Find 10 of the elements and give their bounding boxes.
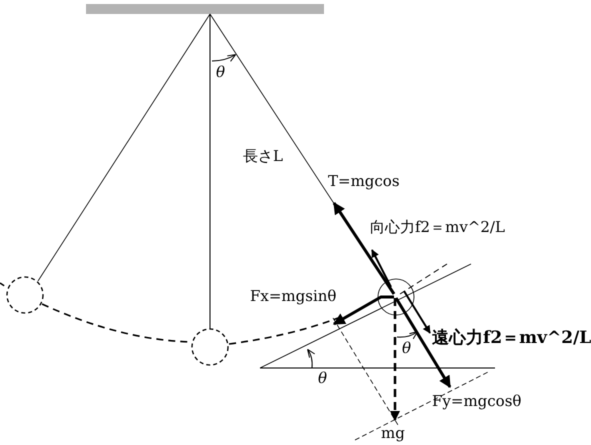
length-label: 長さL <box>243 148 283 165</box>
force-label: 向心力f2＝mv^2/L <box>370 219 505 236</box>
force-label: 遠心力f2＝mv^2/L <box>432 330 591 347</box>
angle-label: θ <box>402 340 412 357</box>
angle-label: θ <box>318 370 328 387</box>
force-label: T=mgcos <box>328 173 400 190</box>
force-label: Fy=mgcosθ <box>432 393 522 410</box>
force-label: mg <box>381 425 405 442</box>
force-label: Fx=mgsinθ <box>250 288 336 305</box>
angle-label: θ <box>216 64 226 81</box>
